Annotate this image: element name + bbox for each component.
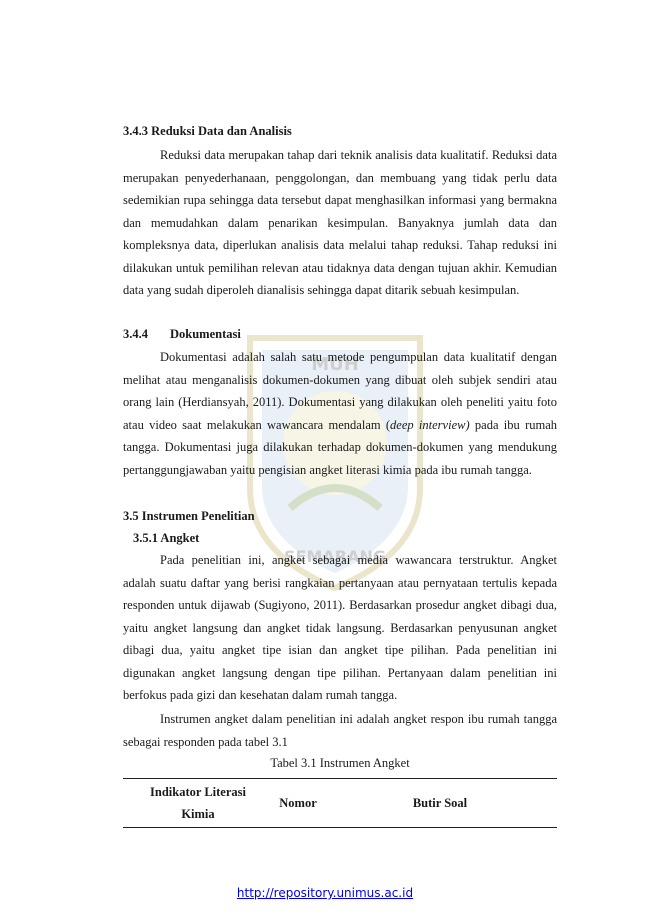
section-3-4-4-title: Dokumentasi [170, 327, 241, 341]
svg-text:SEMARANG: SEMARANG [284, 547, 386, 566]
svg-text:MUH: MUH [311, 354, 359, 375]
repository-link[interactable]: http://repository.unimus.ac.id [236, 886, 414, 900]
section-3-5-heading: 3.5 Instrumen Penelitian [123, 509, 255, 523]
header-nomor: Nomor [279, 796, 317, 810]
section-3-5-1-heading: 3.5.1 Angket [133, 531, 200, 545]
table-caption: Tabel 3.1 Instrumen Angket [270, 756, 410, 770]
university-seal-watermark: MUH SEMARANG [247, 335, 423, 592]
section-3-5-1-paragraph-2: Instrumen angket dalam penelitian ini ad… [123, 712, 557, 749]
section-3-4-3-heading: 3.4.3 Reduksi Data dan Analisis [123, 124, 292, 138]
section-3-4-4-number: 3.4.4 [123, 327, 148, 341]
section-3-4-4-paragraph: Dokumentasi adalah salah satu metode pen… [123, 346, 557, 481]
italic-term: deep interview) [390, 417, 470, 432]
section-3-4-3-paragraph: Reduksi data merupakan tahap dari teknik… [123, 148, 557, 297]
paragraph-text-continued: pada ibu rumah tangga. Dokumentasi juga … [123, 417, 557, 477]
instrument-table: Indikator Literasi Kimia Nomor Butir Soa… [123, 778, 557, 828]
section-3-5-1-paragraph-1: Pada penelitian ini, angket sebagai medi… [123, 553, 557, 702]
header-indikator-literasi-kimia: Indikator Literasi Kimia [150, 785, 246, 821]
paragraph-text: Dokumentasi adalah salah satu metode pen… [123, 350, 557, 432]
header-butir-soal: Butir Soal [412, 796, 468, 810]
table-header-row: Indikator Literasi Kimia Nomor Butir Soa… [123, 779, 557, 828]
section-3-4-4-heading: 3.4.4 Dokumentasi [123, 327, 241, 342]
